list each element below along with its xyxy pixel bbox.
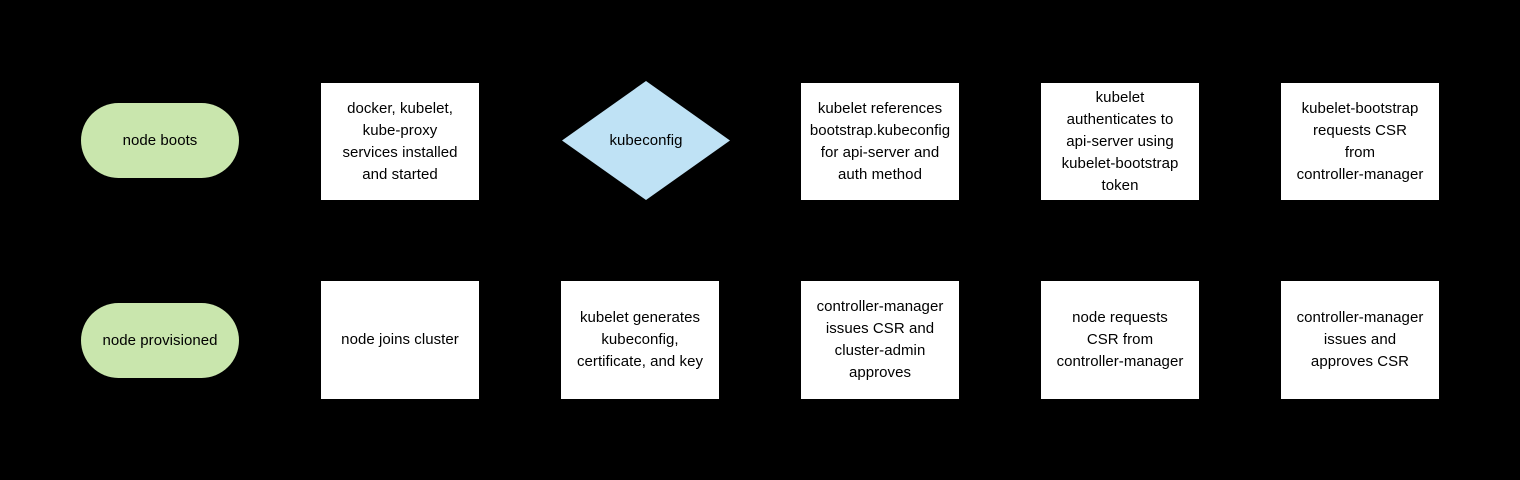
flow-node-node-boots[interactable]: node boots: [81, 103, 239, 178]
flow-node-label: kubelet generates kubeconfig, certificat…: [576, 309, 704, 370]
flow-node-controller-manager-issues-approves[interactable]: controller-manager issues and approves C…: [1281, 281, 1439, 399]
flow-node-kubelet-bootstrap-requests-csr[interactable]: kubelet-bootstrap requests CSR from cont…: [1281, 83, 1439, 200]
flow-node-label: node joins cluster: [341, 331, 459, 348]
flow-node-node-joins-cluster[interactable]: node joins cluster: [321, 281, 479, 399]
flow-node-kubelet-generates-kubeconfig[interactable]: kubelet generates kubeconfig, certificat…: [561, 281, 719, 399]
flow-node-kubelet-authenticates[interactable]: kubelet authenticates to api-server usin…: [1041, 83, 1199, 200]
flow-node-label: node provisioned: [102, 331, 218, 349]
flow-node-label: kubelet authenticates to api-server usin…: [1061, 88, 1179, 194]
flow-node-node-provisioned[interactable]: node provisioned: [81, 303, 239, 378]
flow-node-label: node boots: [122, 131, 198, 149]
flow-node-label: controller-manager issues CSR and cluste…: [816, 298, 944, 381]
flow-node-kubeconfig[interactable]: kubeconfig: [562, 81, 730, 200]
flow-node-label: kubeconfig: [609, 131, 683, 149]
flow-node-label: docker, kubelet, kube-proxy services ins…: [342, 99, 458, 183]
flow-node-label: node requests CSR from controller-manage…: [1056, 309, 1184, 370]
flow-node-kubelet-references-bootstrap[interactable]: kubelet references bootstrap.kubeconfig …: [801, 83, 959, 200]
flow-node-controller-manager-issues-csr[interactable]: controller-manager issues CSR and cluste…: [801, 281, 959, 399]
flow-node-label: kubelet references bootstrap.kubeconfig …: [809, 99, 951, 183]
flow-node-node-requests-csr[interactable]: node requests CSR from controller-manage…: [1041, 281, 1199, 399]
flow-node-label: controller-manager issues and approves C…: [1296, 309, 1424, 370]
flow-node-services-installed[interactable]: docker, kubelet, kube-proxy services ins…: [321, 83, 479, 200]
flow-node-label: kubelet-bootstrap requests CSR from cont…: [1296, 99, 1424, 183]
